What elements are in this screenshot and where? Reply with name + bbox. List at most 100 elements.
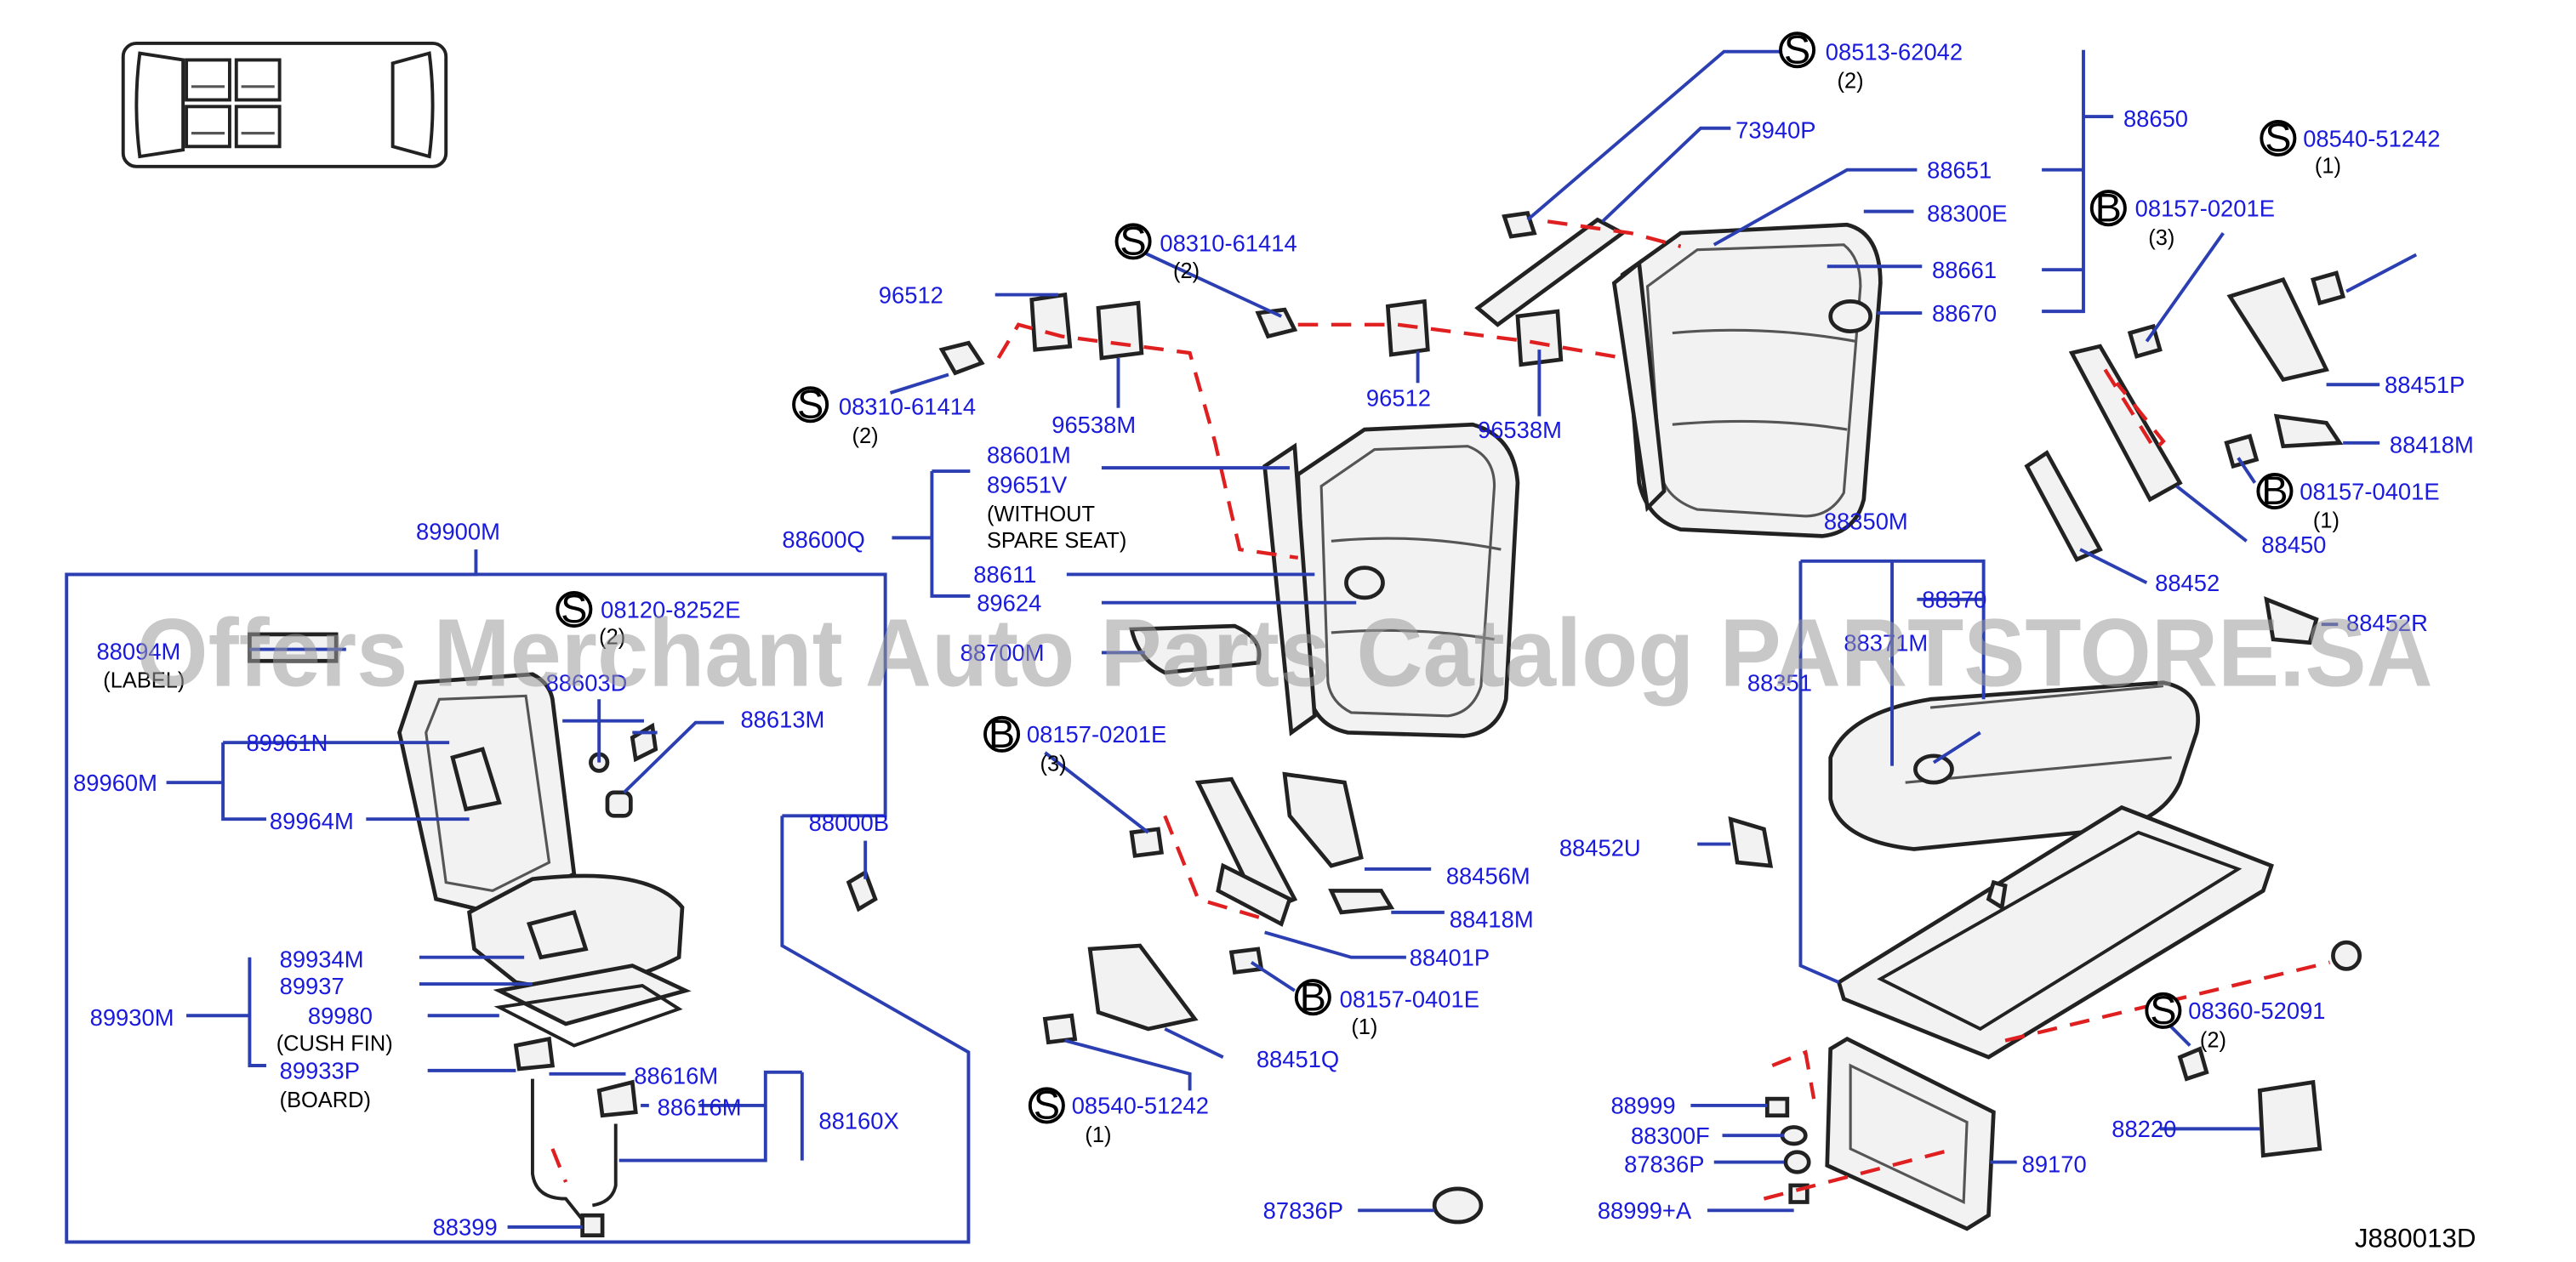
part-label: 89961N [246,730,328,756]
part-qty: (1) [1085,1123,1111,1147]
part-note: (WITHOUT [987,503,1095,526]
part-label: 89624 [977,589,1041,616]
part-label: 88616M [658,1094,742,1121]
callout-b-4-text: B [1300,974,1326,1019]
part-label: 08310-61414 [1160,230,1297,257]
part-label: 96512 [879,281,943,308]
callout-s-6 [2145,992,2182,1029]
small-hardware [938,210,2346,1045]
part-label: 88616M [634,1063,718,1089]
part-label: 88399 [433,1214,498,1241]
callout-s-7-text: S [1034,1083,1060,1128]
callout-b-1 [2089,190,2127,227]
part-note: (LABEL) [103,669,185,693]
assembly-guides [550,219,2331,1201]
part-label: 88999 [1610,1093,1675,1119]
callout-s-1 [1779,31,1816,69]
part-label: 88452 [2155,570,2220,596]
part-label: 88650 [2123,105,2188,132]
part-label: 89934M [280,946,364,972]
part-label: 87836P [1263,1197,1343,1224]
vehicle-locator-icon [121,41,448,168]
part-qty: (2) [2200,1028,2226,1052]
part-label: 88456M [1446,863,1530,890]
part-label: 88600Q [782,526,864,553]
part-qty: (1) [2313,509,2339,533]
callout-b-1-text: B [2095,185,2122,230]
part-label: 08360-52091 [2188,998,2325,1024]
part-label: 08540-51242 [1072,1093,1209,1119]
part-label: 88670 [1932,300,1997,327]
part-label: 88651 [1927,156,1992,183]
callout-symbols: S S B S S B S B B S S [556,26,2297,1128]
part-qty: (2) [852,424,879,448]
part-label: 88451P [2385,372,2465,398]
callout-s-6-text: S [2150,987,2176,1032]
part-label: 96538M [1478,417,1562,443]
part-label: 88999+A [1598,1197,1692,1224]
diagram-code: J880013D [2355,1223,2476,1253]
callout-s-3-text: S [1120,219,1146,264]
callout-s-4 [792,386,829,424]
callout-s-2 [2260,119,2297,157]
callout-s-2-text: S [2265,115,2291,160]
part-label: 88300E [1927,200,2007,226]
part-label: 88611 [973,561,1036,588]
jump-seat-assembly [248,632,878,1238]
part-label: 88351 [1747,669,1812,696]
callout-s-7 [1028,1087,1065,1124]
part-qty: (1) [1351,1015,1377,1039]
part-label: 88300F [1631,1123,1710,1149]
part-label: 87836P [1624,1151,1704,1177]
part-label: 88601M [987,441,1071,468]
part-note: (CUSH FIN) [276,1032,393,1055]
callout-s-1-text: S [1784,26,1810,71]
part-label: 89960M [73,770,157,796]
part-qty: (2) [599,626,625,650]
part-label: 96538M [1051,412,1136,438]
callout-s-5-text: S [561,586,587,631]
part-label: 08157-0401E [2300,478,2439,504]
part-qty: (3) [1040,752,1067,776]
part-qty: (2) [1173,259,1200,283]
part-label: 88603D [546,669,628,696]
part-note: SPARE SEAT) [987,529,1126,553]
part-label: 88000B [809,810,889,836]
part-label: 88094M [96,638,180,664]
part-label: 88452R [2346,610,2428,636]
part-label: 88450 [2261,532,2326,558]
part-label: 08157-0201E [1027,721,1166,748]
watermark-text: Offers Merchant Auto Parts Catalog PARTS… [136,600,2432,708]
part-label: 08513-62042 [1826,38,1963,65]
part-label: 88613M [740,707,824,733]
part-label: 88451Q [1257,1046,1339,1072]
part-label: 88401P [1410,945,1490,971]
seat-back-assembly-center [1129,422,1520,738]
callout-b-4 [1294,979,1331,1016]
part-label: 88418M [1450,906,1534,932]
part-label: 89964M [270,808,354,834]
callout-s-5 [556,591,593,628]
callout-b-2 [2256,473,2294,510]
seat-back-assembly-right [1474,217,1883,538]
part-label: 89900M [416,518,500,544]
callout-s-3 [1114,223,1152,260]
part-label: 88371M [1844,629,1928,656]
part-label: 88452U [1559,834,1641,861]
part-label: 88370 [1922,587,1986,613]
leader-lines [166,49,2418,1229]
part-label: 73940P [1735,117,1815,143]
part-label: 89651V [987,471,1068,497]
part-label: 88418M [2390,432,2474,458]
part-label: 89980 [308,1003,373,1029]
part-label: 88661 [1932,257,1997,283]
part-label: 88350M [1824,509,1908,535]
part-labels: 08513-62042 (2) 73940P 88650 88651 88300… [73,38,2474,1240]
part-label: 88220 [2112,1116,2176,1142]
callout-b-2-text: B [2261,468,2288,513]
callout-b-3-text: B [989,711,1015,756]
part-qty: (2) [1838,70,1864,94]
part-label: 08157-0401E [1340,986,1479,1012]
part-label: 08157-0201E [2135,196,2275,222]
